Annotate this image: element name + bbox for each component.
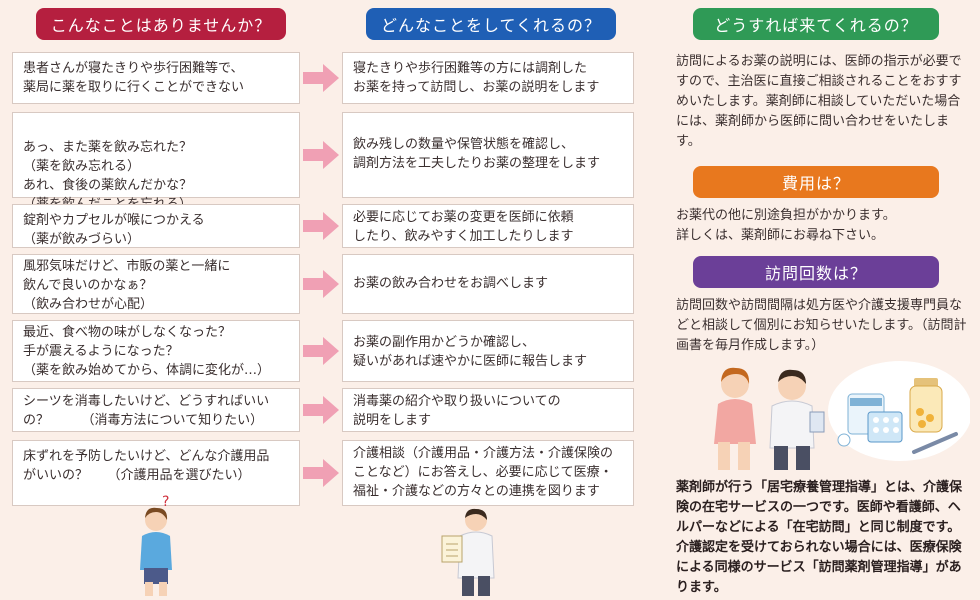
answer-box: 介護相談（介護用品・介護方法・介護保険の ことなど）にお答えし、必要に応じて医療… xyxy=(342,440,634,506)
question-box: あっ、また薬を飲み忘れた？ （薬を飲み忘れる） あれ、食後の薬飲んだかな？ （薬… xyxy=(12,112,300,212)
question-box: 最近、食べ物の味がしなくなった？ 手が震えるようになった？ （薬を飲み始めてから… xyxy=(12,320,300,382)
answer-box: 必要に応じてお薬の変更を医師に依頼 したり、飲みやすく加工したりします xyxy=(342,204,634,248)
header-visits: 訪問回数は？ xyxy=(693,256,939,288)
how-text: 訪問によるお薬の説明には、医師の指示が必要ですので、主治医に直接ご相談されること… xyxy=(676,54,962,149)
right-arrow-icon xyxy=(303,337,339,365)
consultation-illustration xyxy=(714,361,970,470)
answer-box: 寝たきりや歩行困難等の方には調剤した お薬を持って訪問し、お薬の説明をします xyxy=(342,52,634,104)
question-box: 患者さんが寝たきりや歩行困難等で、 薬局に薬を取りに行くことができない xyxy=(12,52,300,104)
right-arrow-icon xyxy=(303,459,339,487)
answer-box: お薬の副作用かどうか確認し、 疑いがあれば速やかに医師に報告します xyxy=(342,320,634,382)
question-woman-illustration: ? xyxy=(140,494,172,596)
header-troubles: こんなことはありませんか？ xyxy=(36,8,286,40)
right-arrow-icon xyxy=(303,396,339,424)
question-box: シーツを消毒したいけど、どうすればいい の？ （消毒方法について知りたい） xyxy=(12,388,300,432)
right-arrow-icon xyxy=(303,270,339,298)
answer-box: 消毒薬の紹介や取り扱いについての 説明をします xyxy=(342,388,634,432)
cost-text: お薬代の他に別途負担がかかります。 詳しくは、薬剤師にお尋ね下さい。 xyxy=(676,208,896,243)
question-text: あっ、また薬を飲み忘れた？ （薬を飲み忘れる） あれ、食後の薬飲んだかな？ （薬… xyxy=(23,140,193,212)
header-services: どんなことをしてくれるの？ xyxy=(366,8,616,40)
question-box: 床ずれを予防したいけど、どんな介護用品 がいいの？ （介護用品を選びたい） xyxy=(12,440,300,506)
right-arrow-icon xyxy=(303,212,339,240)
bottom-text: 薬剤師が行う「居宅療養管理指導」とは、介護保険の在宅サービスの一つです。医師や看… xyxy=(676,480,963,595)
right-arrow-icon xyxy=(303,64,339,92)
question-box: 錠剤やカプセルが喉につかえる （薬が飲みづらい） xyxy=(12,204,300,248)
header-how: どうすれば来てくれるの？ xyxy=(693,8,939,40)
header-cost: 費用は？ xyxy=(693,166,939,198)
right-arrow-icon xyxy=(303,141,339,169)
pharmacist-illustration xyxy=(441,508,495,596)
answer-box: お薬の飲み合わせをお調べします xyxy=(342,254,634,314)
visits-text: 訪問回数や訪問間隔は処方医や介護支援専門員などと相談して個別にお知らせいたします… xyxy=(676,298,967,353)
answer-box: 飲み残しの数量や保管状態を確認し、 調剤方法を工夫したりお薬の整理をします xyxy=(342,112,634,198)
svg-text:?: ? xyxy=(162,494,169,510)
question-box: 風邪気味だけど、市販の薬と一緒に 飲んで良いのかなぁ？ （飲み合わせが心配） xyxy=(12,254,300,314)
